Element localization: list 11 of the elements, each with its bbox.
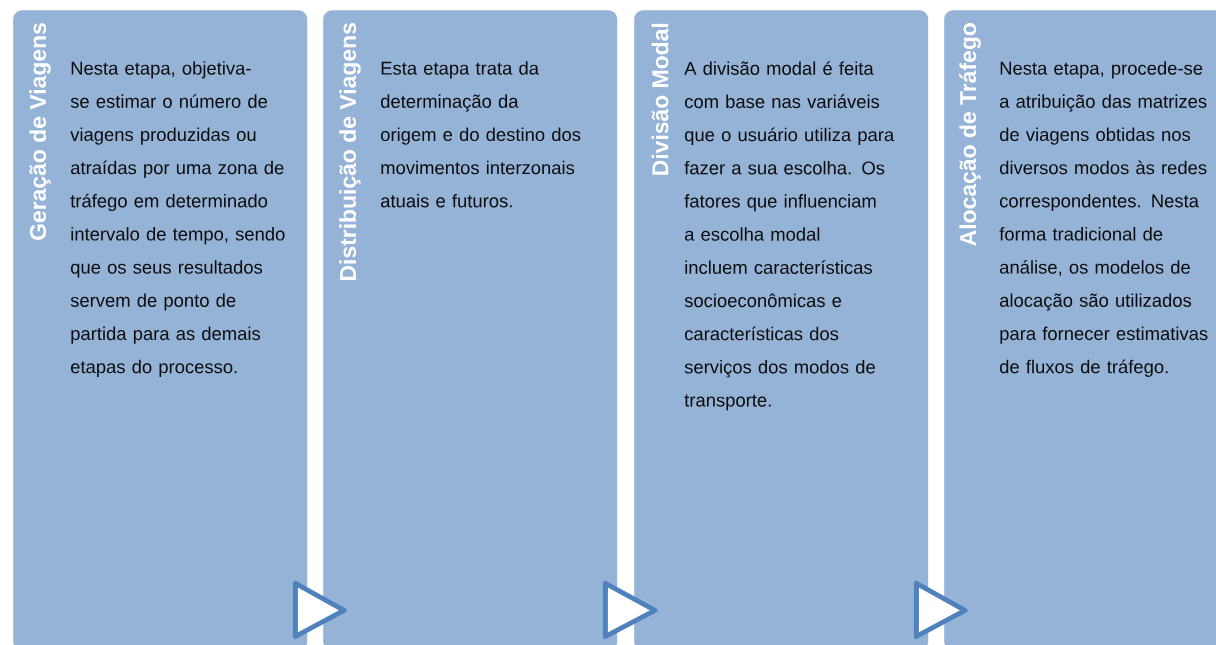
- arrow: [602, 580, 658, 639]
- step-description: Nesta etapa, procede-se a atribuição das matrizes de viagens obtidas nos diversos modos às redes correspondentes. Nesta forma tradicional de análise, os modelos de alocação são utilizados para fornecer estimativas de fluxos de tráfego.: [999, 61, 1208, 377]
- step-title: Distribuição de Viagens: [339, 23, 361, 280]
- step-description: Esta etapa trata da determinação da origem e do destino dos movimentos interzonais atuais e futuros.: [381, 61, 581, 208]
- step-title: Alocação de Tráfego: [959, 23, 981, 246]
- arrow: [913, 580, 968, 639]
- step-title: Geração de Viagens: [29, 23, 51, 240]
- step-description: Nesta etapa, objetiva-se estimar o número de viagens produzidas ou atraídas por uma zona de tráfego em determinado intervalo de tempo, sendo que os seus resultados servem de ponto de partida para as demais etapas do processo.: [70, 61, 285, 377]
- step-description: A divisão modal é feita com base nas variáveis que o usuário utiliza para fazer a sua escolha. Os fatores que influenciam a escolha modal incluem características socioeconômicas e características dos serviços dos modos de transporte.: [684, 61, 895, 411]
- arrow: [292, 580, 347, 639]
- step-title: Divisão Modal: [651, 23, 669, 175]
